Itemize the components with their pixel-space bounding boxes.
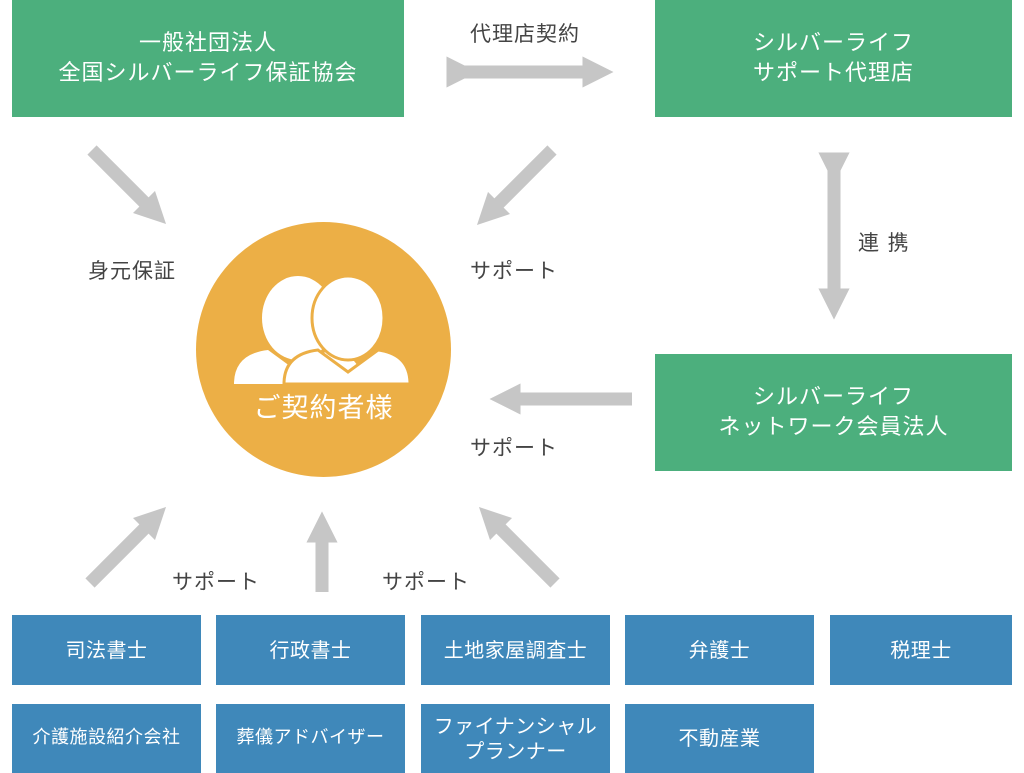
professional-box: 行政書士 [216, 615, 405, 685]
professional-line2: プランナー [464, 738, 567, 763]
identity-guarantee-arrow [87, 145, 167, 225]
agency-contract-label: 代理店契約 [470, 22, 580, 46]
agency-box: シルバーライフ サポート代理店 [655, 0, 1012, 117]
professional-line1: 税理士 [890, 637, 952, 662]
bottom-right-support-label: サポート [382, 570, 470, 594]
professional-line1: 葬儀アドバイザー [236, 727, 385, 749]
network-support-label: サポート [470, 436, 558, 460]
customer-label: ご契約者様 [253, 393, 394, 424]
customer-circle: ご契約者様 [196, 222, 451, 477]
professional-line1: 介護施設紹介会社 [32, 727, 181, 749]
professional-box: 介護施設紹介会社 [12, 704, 201, 773]
bottom-left-support-label: サポート [172, 570, 260, 594]
identity-guarantee-label: 身元保証 [88, 259, 176, 283]
people-icon [234, 274, 412, 386]
professional-box: 弁護士 [625, 615, 814, 685]
professional-line1: 弁護士 [688, 637, 751, 662]
professional-box: 税理士 [830, 615, 1012, 685]
professional-box: ファイナンシャル プランナー [421, 704, 610, 773]
network-line1: シルバーライフ [752, 385, 914, 411]
professional-box: 司法書士 [12, 615, 201, 685]
agency-line1: シルバーライフ [752, 31, 914, 57]
professional-line1: 土地家屋調査士 [443, 637, 588, 662]
professional-line1: 司法書士 [65, 637, 148, 662]
network-box: シルバーライフ ネットワーク会員法人 [655, 354, 1012, 471]
agency-line2: サポート代理店 [752, 60, 914, 86]
association-line1: 一般社団法人 [138, 31, 277, 57]
professional-box: 土地家屋調査士 [421, 615, 610, 685]
agency-support-arrow [476, 145, 557, 226]
professional-line1: 行政書士 [269, 637, 352, 662]
agency-support-label: サポート [470, 259, 558, 283]
bottom-right-support-arrow [478, 506, 560, 588]
cooperation-label: 連 携 [858, 231, 910, 255]
professional-line1: 不動産業 [678, 726, 761, 750]
professional-box: 不動産業 [625, 704, 814, 773]
bottom-left-support-arrow [85, 506, 167, 588]
professional-line1: ファイナンシャル [433, 713, 598, 738]
network-line2: ネットワーク会員法人 [718, 414, 949, 440]
association-line2: 全国シルバーライフ保証協会 [58, 60, 358, 86]
professional-box: 葬儀アドバイザー [216, 704, 405, 773]
association-box: 一般社団法人 全国シルバーライフ保証協会 [12, 0, 404, 117]
